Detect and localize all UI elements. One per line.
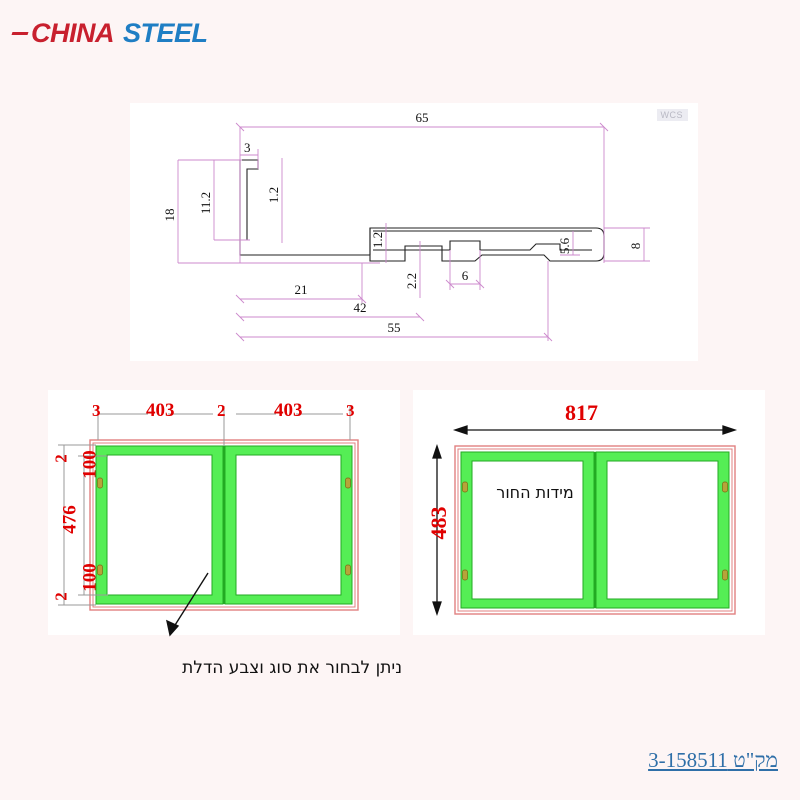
door-selection-note: ניתן לבחור את סוג וצבע הדלת [182,658,402,678]
dim-lip-width: 3 [244,140,251,155]
right-dim-width: 817 [565,400,598,425]
profile-cross-section-panel: WCS [130,103,698,361]
dim-end-height: 5.6 [557,237,572,254]
dim-inner-height: 11.2 [198,192,213,214]
dim-overall-width: 65 [416,110,429,125]
dim-overall-height: 18 [162,209,177,222]
left-dim-top-2: 2 [217,401,226,420]
left-dim-side-3: 100 [79,563,101,592]
right-dim-height: 483 [426,506,451,540]
logo-text-steel: STEEL [123,17,208,48]
dim-55: 55 [388,320,401,335]
left-dim-top-1: 403 [146,400,175,421]
left-dim-side-0: 2 [51,454,71,463]
dim-right-height: 8 [628,243,643,250]
wcs-label: WCS [656,109,688,121]
logo-text-china: CHINA [31,17,115,48]
right-door-view-panel: 817 483 [413,390,765,635]
hole-dimensions-label: מידות החור [496,483,574,502]
dim-rib-height: 2.2 [404,273,419,289]
dim-notch-width: 6 [462,268,469,283]
left-door-drawing [58,406,359,637]
company-logo: CHINA STEEL [11,16,208,50]
dim-42: 42 [354,300,367,315]
left-dim-side-2: 476 [59,505,81,534]
right-door-drawing [432,425,738,617]
left-dim-side-4: 2 [51,592,71,601]
dim-lip-thickness: 1.2 [266,187,281,203]
dim-web-thickness: 1.2 [370,232,385,248]
profile-drawing: 65 3 18 11.2 1.2 1.2 2.2 6 5.6 8 21 42 5… [162,110,650,342]
catalog-number: מק"ט 3-158511 [648,748,778,772]
left-door-view-panel: 3 403 2 403 3 2 100 476 100 2 [48,390,400,637]
logo-dash-icon [11,31,29,35]
left-dim-top-3: 403 [274,400,303,421]
left-dim-side-1: 100 [79,450,101,479]
left-dim-top-4: 3 [346,401,355,420]
left-dim-top-0: 3 [92,401,101,420]
dim-21: 21 [295,282,308,297]
